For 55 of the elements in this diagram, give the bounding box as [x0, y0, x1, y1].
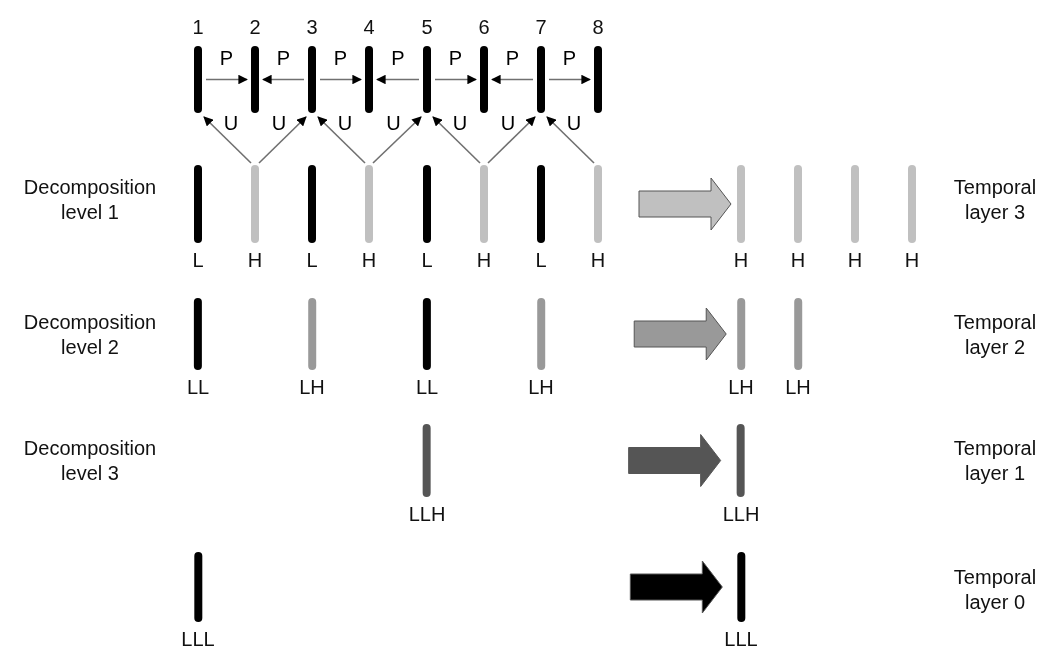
subband-label: H [361, 249, 377, 271]
decomposition-level-label: Decomposition level 3 [22, 436, 158, 486]
block-arrow [629, 560, 723, 614]
frame-number: 4 [363, 16, 375, 38]
temporal-layer-label: Temporal layer 0 [952, 565, 1038, 615]
subband-label: H [847, 249, 863, 271]
subband-label: LLL [724, 628, 758, 650]
decomposition-level-label: Decomposition level 1 [22, 175, 158, 225]
subband-label: H [247, 249, 263, 271]
arrow [372, 116, 422, 164]
subband-label: LH [728, 376, 754, 398]
subband-label: L [421, 249, 433, 271]
arrow [432, 116, 481, 164]
arrow [262, 74, 305, 85]
subband-label: H [790, 249, 806, 271]
temporal-layer-label: Temporal layer 1 [952, 436, 1038, 486]
arrow [205, 74, 248, 85]
arrow [203, 116, 252, 164]
subband-label: LH [528, 376, 554, 398]
subband-label: L [192, 249, 204, 271]
subband-label: LLL [181, 628, 215, 650]
arrow [434, 74, 477, 85]
frame-number: 1 [192, 16, 204, 38]
frame-number: 3 [306, 16, 318, 38]
subband-label: H [733, 249, 749, 271]
subband-label: LL [415, 376, 439, 398]
arrow [546, 116, 595, 164]
subband-label: H [590, 249, 606, 271]
decomposition-level-label: Decomposition level 2 [22, 310, 158, 360]
frame-number: 7 [535, 16, 547, 38]
arrow [317, 116, 366, 164]
arrow [376, 74, 420, 85]
frame-number: 2 [249, 16, 261, 38]
arrow [491, 74, 534, 85]
arrow [258, 116, 307, 164]
subband-label: L [535, 249, 547, 271]
subband-label: LH [299, 376, 325, 398]
arrow [548, 74, 591, 85]
block-arrow [628, 434, 722, 487]
subband-label: LLH [408, 503, 446, 525]
block-arrow [638, 177, 732, 231]
subband-label: H [904, 249, 920, 271]
subband-label: LL [186, 376, 210, 398]
arrow [487, 116, 536, 164]
subband-label: LLH [722, 503, 760, 525]
frame-number: 5 [421, 16, 433, 38]
temporal-layer-label: Temporal layer 2 [952, 310, 1038, 360]
subband-label: L [306, 249, 318, 271]
frame-number: 8 [592, 16, 604, 38]
arrow [319, 74, 362, 85]
subband-label: LH [785, 376, 811, 398]
subband-label: H [476, 249, 492, 271]
frame-number: 6 [478, 16, 490, 38]
temporal-layer-label: Temporal layer 3 [952, 175, 1038, 225]
block-arrow [633, 307, 727, 361]
